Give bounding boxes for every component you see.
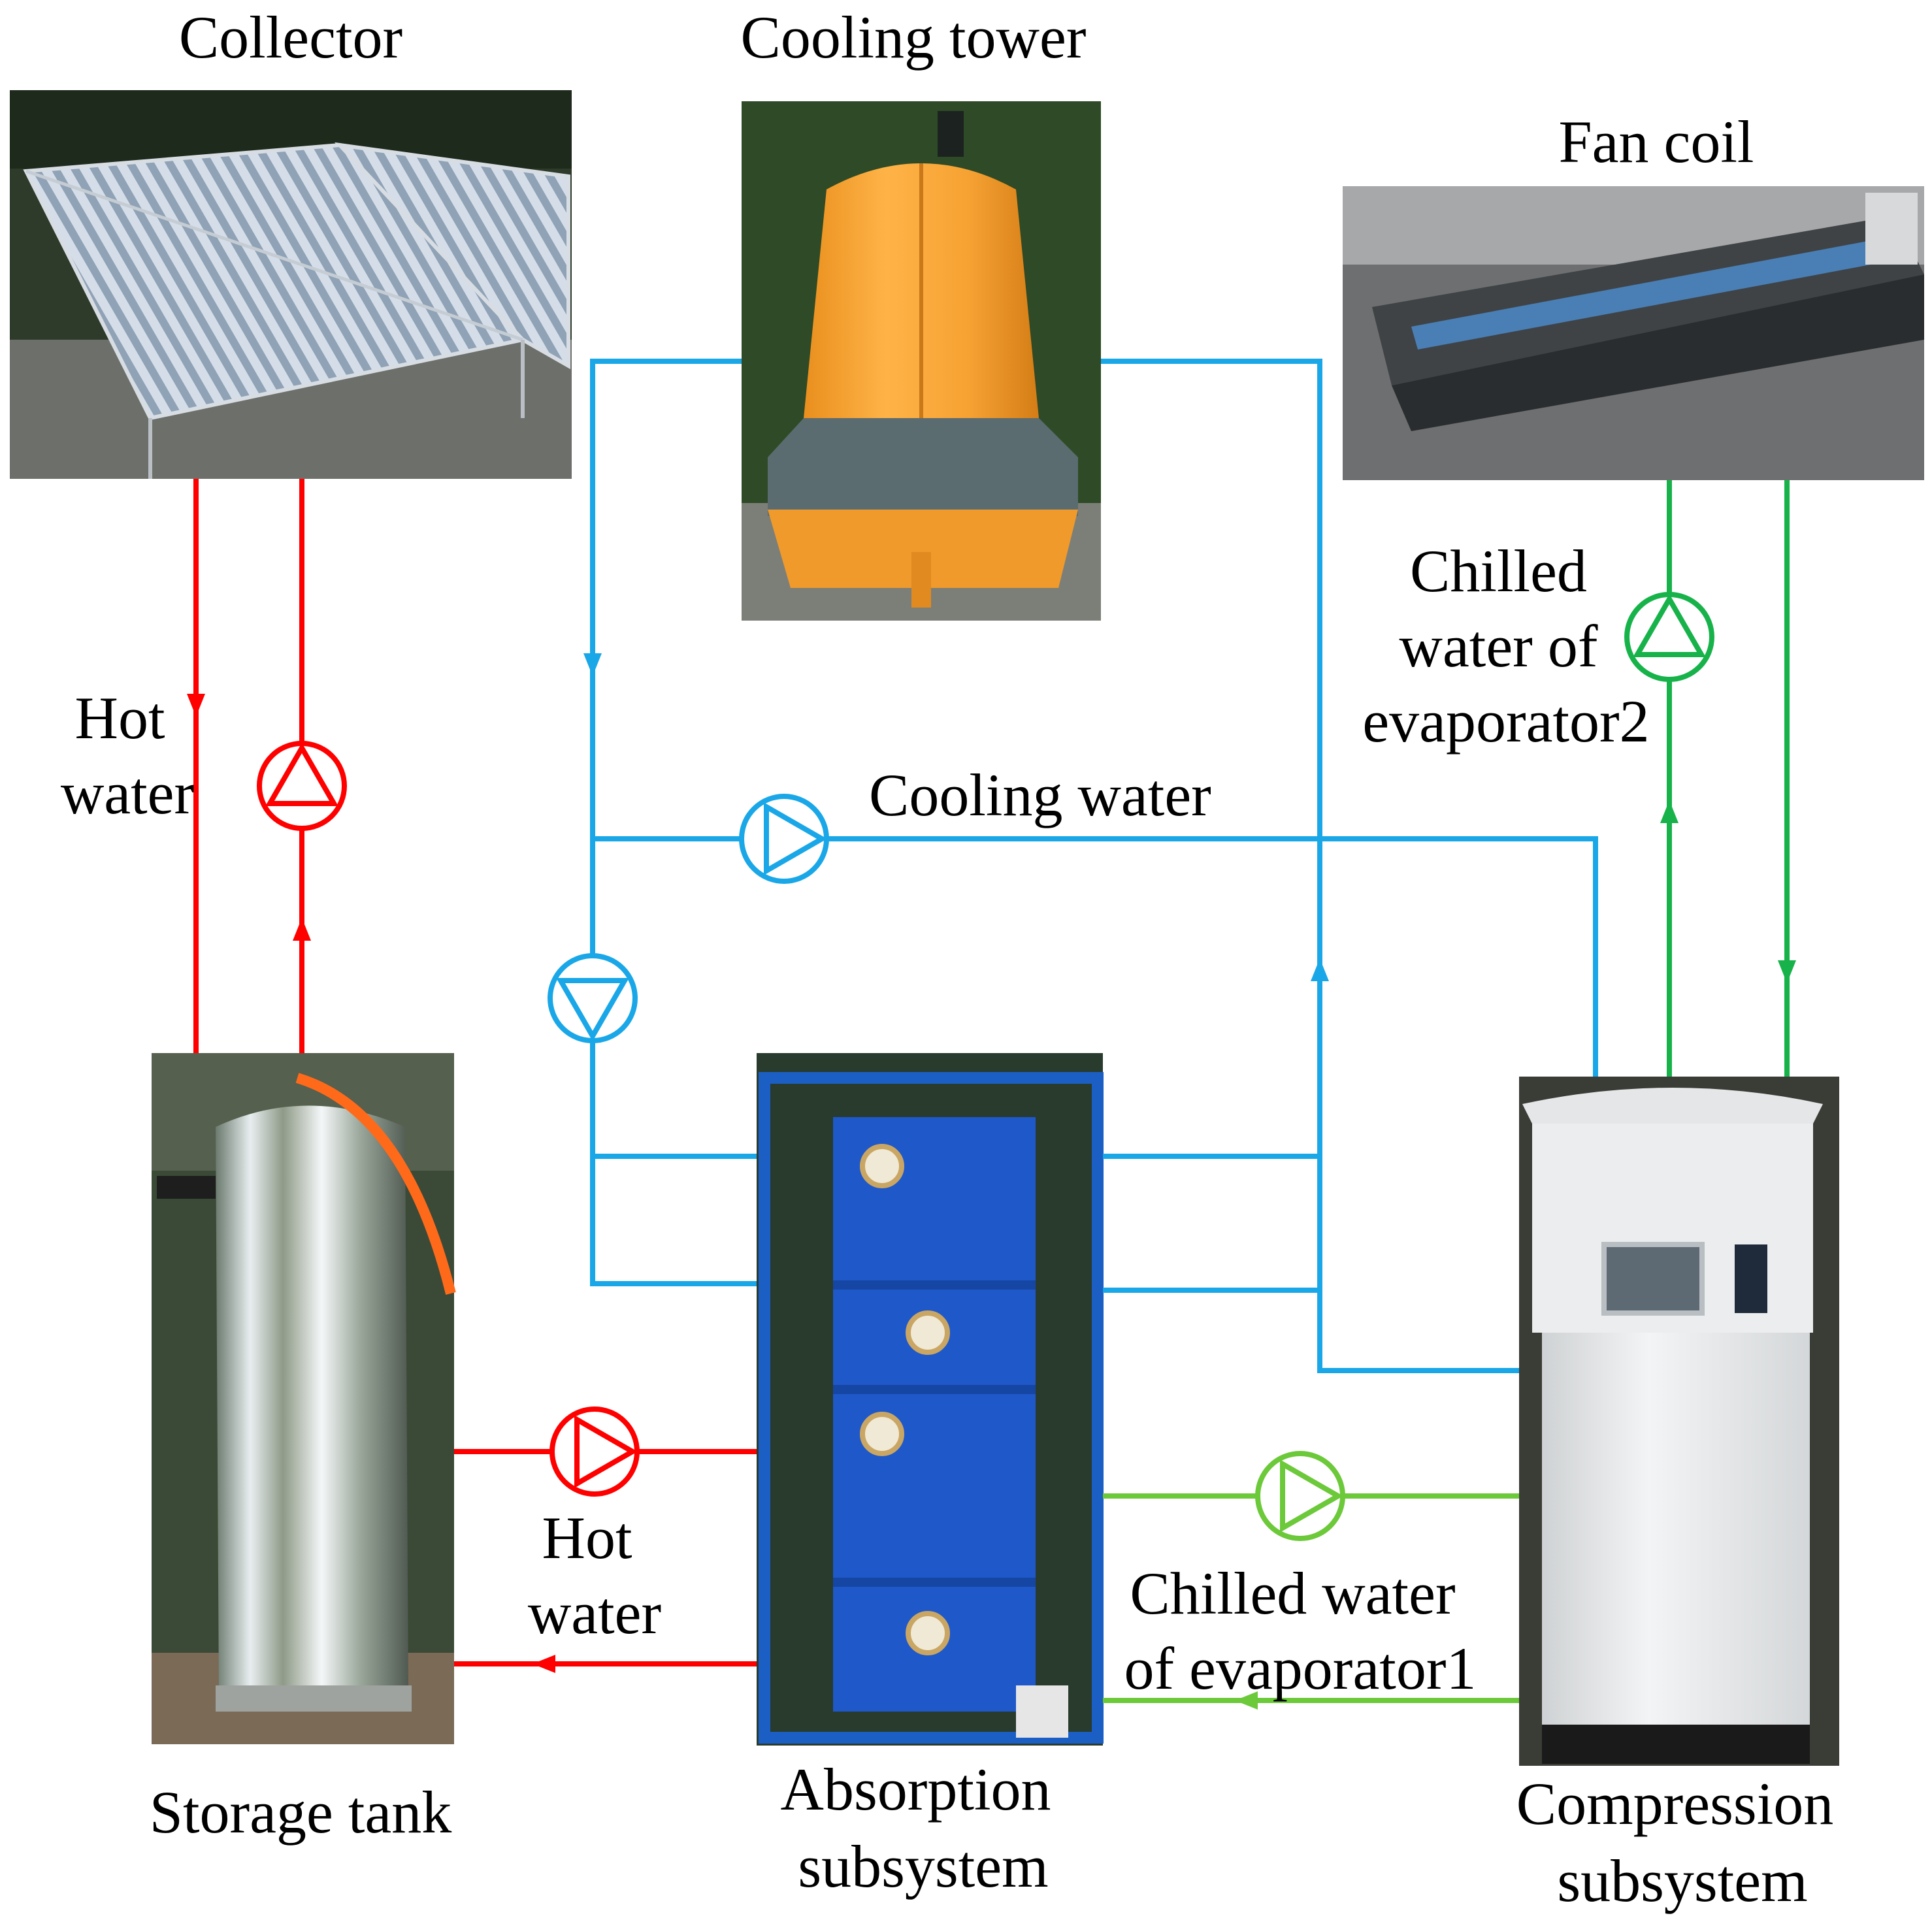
compression-label: Compression subsystem — [1516, 1770, 1849, 1914]
fan-coil-label: Fan coil — [1559, 108, 1754, 175]
arrow-icon — [1660, 800, 1678, 823]
compression-label-line: subsystem — [1557, 1847, 1807, 1914]
pipe-tower-out — [590, 359, 757, 1286]
arrow-icon — [532, 1655, 555, 1673]
chilled-water-evap2-label: Chilled water of evaporator2 — [1362, 538, 1649, 755]
arrow-icon — [187, 694, 205, 717]
pump-icon — [1624, 592, 1714, 682]
fan-coil-image — [1343, 186, 1924, 480]
hot-water-label-line: water — [528, 1580, 661, 1646]
chilled-water-evap2-label-line: water of — [1400, 613, 1598, 679]
hot-water-label-line: Hot — [542, 1504, 632, 1571]
cooling-water-loop — [590, 359, 1598, 1373]
arrow-icon — [293, 918, 311, 941]
pump-icon — [548, 953, 638, 1043]
cooling-water-label: Cooling water — [869, 762, 1211, 828]
absorption-label: Absorption subsystem — [781, 1756, 1066, 1900]
hot-water-label-line: water — [61, 760, 194, 826]
hot-water-label-tank: Hot water — [528, 1504, 661, 1646]
hot-water-label-line: Hot — [75, 685, 165, 751]
collector-label: Collector — [179, 4, 402, 71]
arrow-icon — [1235, 1691, 1258, 1710]
arrow-icon — [1778, 960, 1796, 983]
absorption-label-line: subsystem — [798, 1833, 1048, 1900]
pipe-return-to-tower — [1101, 359, 1519, 1373]
storage-tank-image — [152, 1053, 456, 1744]
arrow-icon — [1311, 958, 1329, 981]
absorption-subsystem-image — [757, 1053, 1104, 1746]
collector-image — [10, 90, 572, 479]
chilled-water-evap1-label: Chilled water of evaporator1 — [1124, 1560, 1477, 1702]
storage-tank-label: Storage tank — [150, 1779, 451, 1845]
cooling-tower-label: Cooling tower — [741, 4, 1087, 71]
chilled-water-evap1-label-line: of evaporator1 — [1124, 1635, 1477, 1702]
pipe-branch-to-compression — [593, 836, 1598, 1077]
pump-icon — [549, 1406, 640, 1497]
arrow-icon — [583, 653, 602, 676]
cooling-tower-image — [742, 101, 1101, 621]
absorption-label-line: Absorption — [781, 1756, 1051, 1823]
hot-water-label-collector: Hot water — [61, 685, 194, 826]
pump-icon — [739, 794, 829, 884]
compression-subsystem-image — [1519, 1077, 1839, 1766]
chilled-water-evap2-label-line: Chilled — [1410, 538, 1587, 604]
chilled-water-evap2-label-line: evaporator2 — [1362, 688, 1649, 755]
chilled-water-evap2-loop — [1667, 480, 1790, 1077]
pump-icon — [1255, 1451, 1345, 1541]
compression-label-line: Compression — [1516, 1770, 1834, 1837]
chilled-water-evap1-label-line: Chilled water — [1130, 1560, 1455, 1627]
pump-icon — [257, 741, 347, 831]
